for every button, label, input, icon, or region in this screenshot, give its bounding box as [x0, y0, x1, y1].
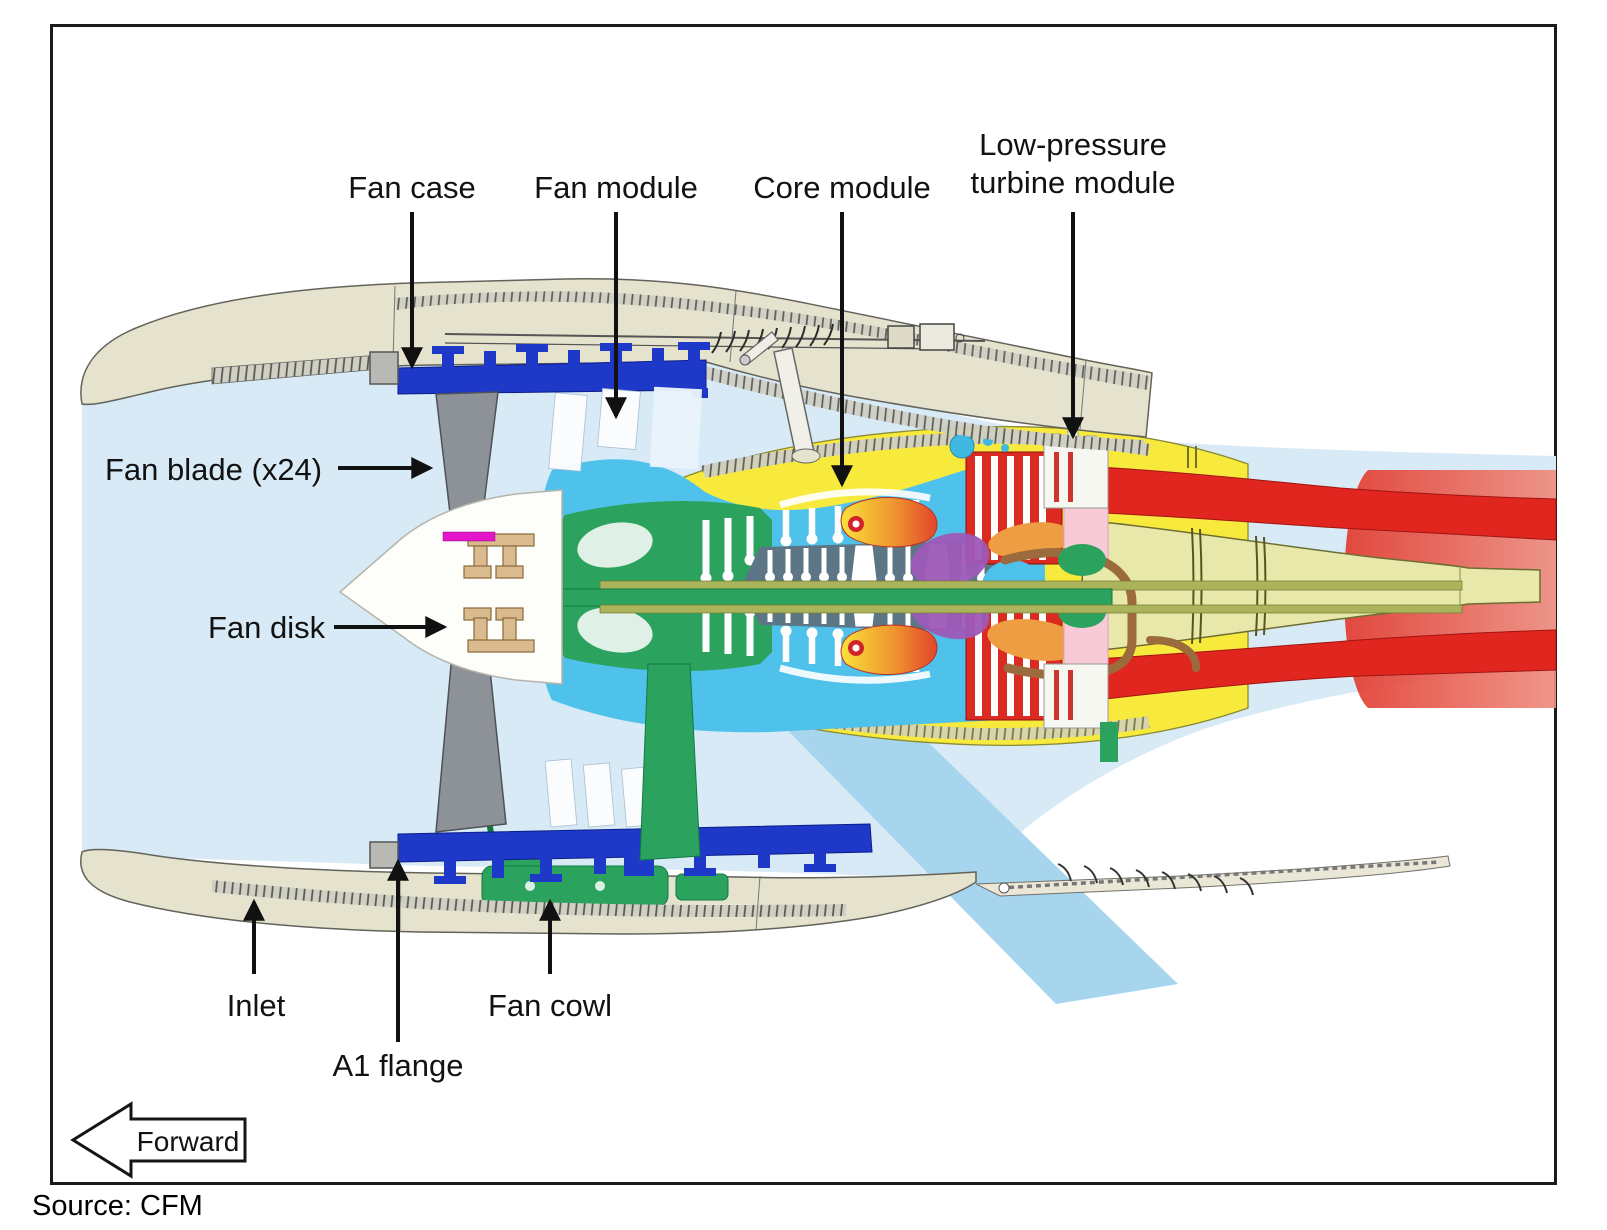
- label-fan-blade: Fan blade (x24): [105, 452, 323, 487]
- forward-direction-arrow-icon: [70, 1101, 247, 1179]
- label-fan-module: Fan module: [534, 170, 698, 205]
- label-core-module: Core module: [753, 170, 931, 205]
- label-lpt-module: Low-pressure turbine module: [970, 127, 1176, 200]
- fan-frame-strut: [639, 663, 701, 861]
- aft-lower-cowl: [975, 855, 1451, 897]
- lower-bifurcation-flow: [758, 688, 1178, 1004]
- annotation-arrows: [243, 212, 1084, 1042]
- fan-case-top-part: [369, 342, 710, 398]
- combustor: [840, 497, 938, 675]
- label-inlet: Inlet: [226, 988, 286, 1023]
- hot-stream-top: [1079, 465, 1557, 541]
- a1-flange-joint-bottom: [369, 841, 399, 869]
- hot-stream-bottom: [1079, 629, 1557, 703]
- label-fan-disk: Fan disk: [208, 610, 326, 645]
- blade-platform-seal: [442, 531, 496, 542]
- fan-disk-part: [463, 533, 535, 653]
- forward-label: Forward: [136, 1126, 240, 1157]
- fan-rotor: [338, 391, 563, 833]
- label-a1-flange: A1 flange: [332, 1048, 464, 1083]
- engine-shaft: [557, 580, 1463, 614]
- label-fan-case: Fan case: [348, 170, 476, 205]
- a1-flange-joint-top: [369, 351, 399, 385]
- outlet-guide-vanes: [544, 386, 703, 828]
- fan-case-bottom-part: [369, 823, 873, 884]
- label-fan-cowl: Fan cowl: [487, 988, 613, 1023]
- purple-module: [910, 532, 990, 588]
- source-caption: Source: CFM: [32, 1190, 203, 1222]
- fastener-arcs-bottom: [1057, 863, 1254, 896]
- fan-cowl-bottom: [80, 663, 977, 935]
